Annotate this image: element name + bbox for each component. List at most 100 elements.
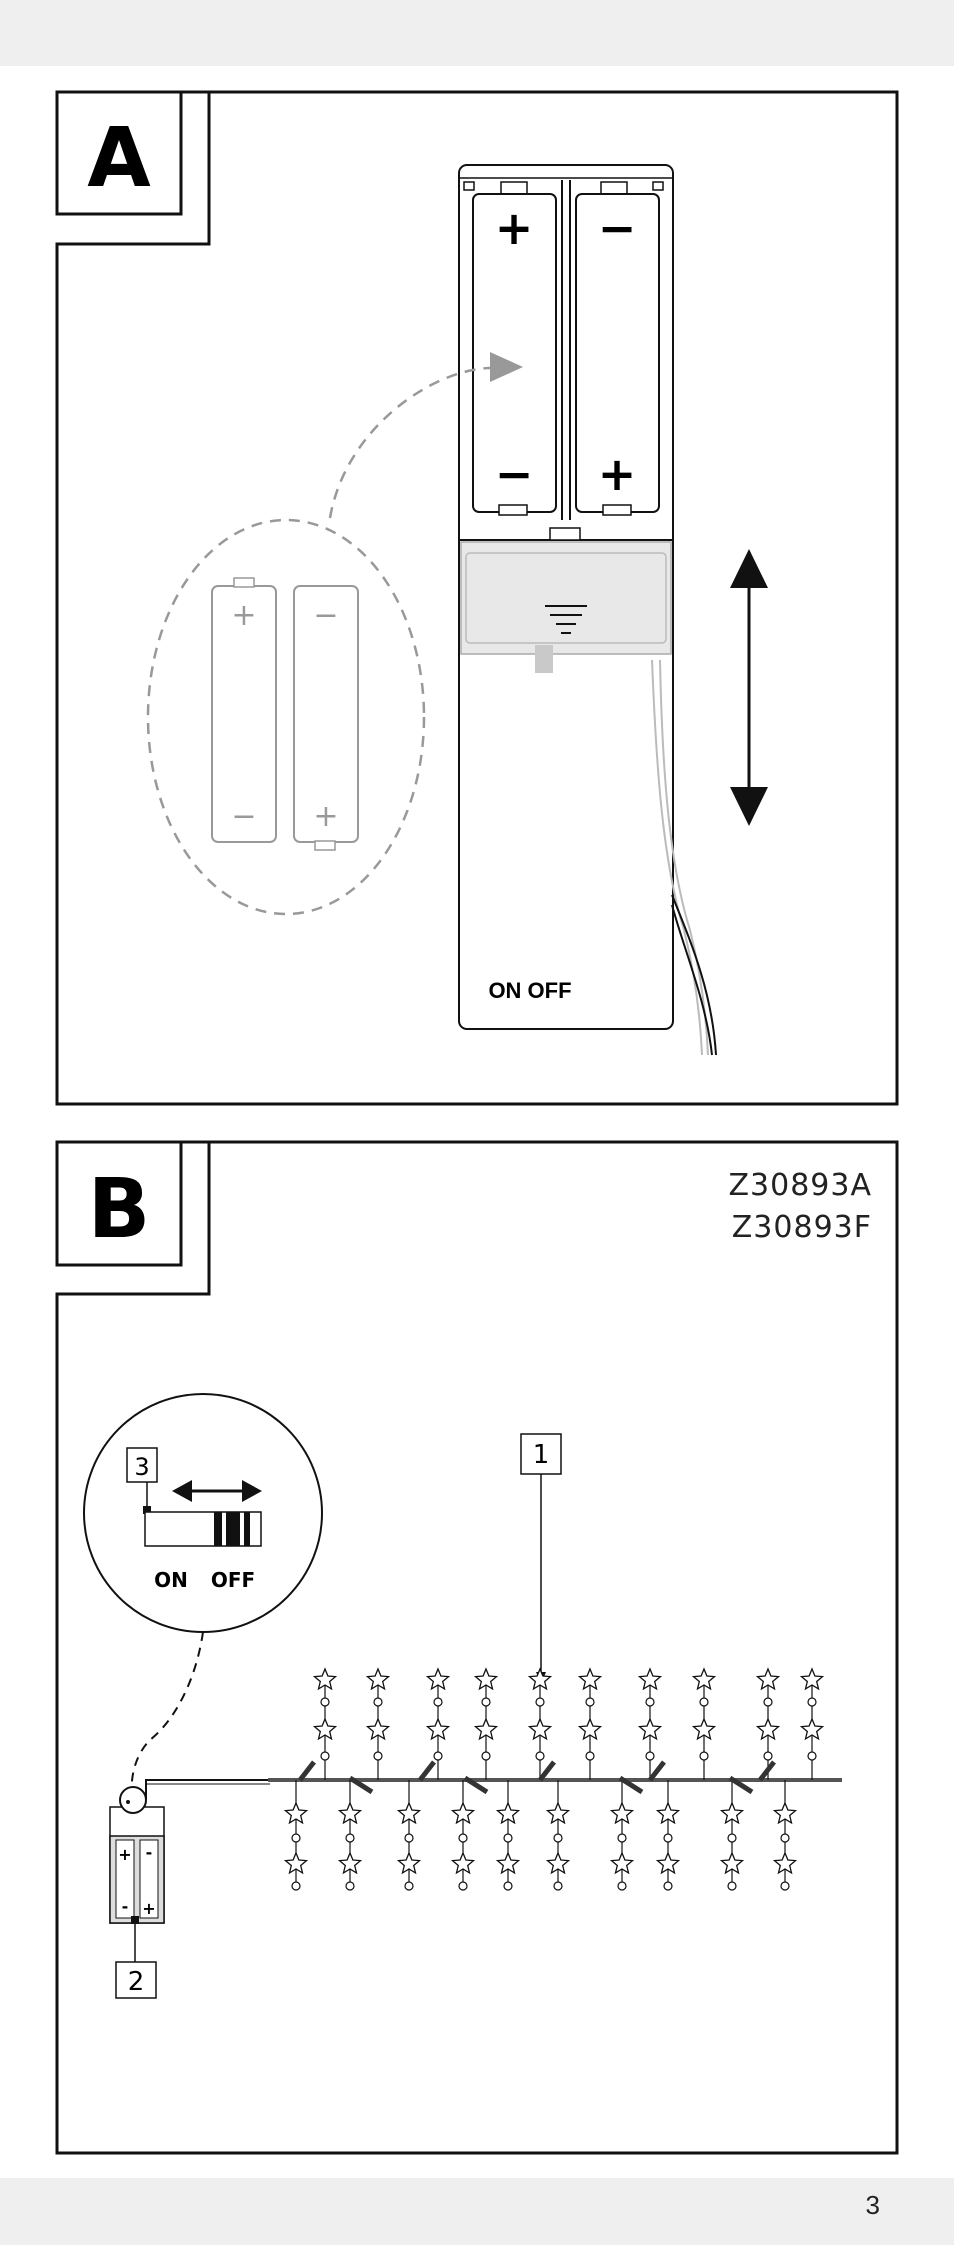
callout-3-box <box>126 1447 158 1483</box>
callout-3: 3 <box>134 1453 149 1481</box>
bulb-ring <box>727 1833 737 1843</box>
star-light-icon <box>450 1851 476 1875</box>
bulb-ring <box>535 1697 545 1707</box>
bulb-ring <box>291 1881 301 1891</box>
loose-battery-2-plus: + <box>313 799 338 834</box>
strand-connector <box>348 1775 374 1795</box>
figure-b: B 3 ON OFF + - - + 2 <box>55 1140 899 2155</box>
small-battery-plus-bottom: + <box>142 1899 155 1918</box>
bulb-ring <box>780 1881 790 1891</box>
bulb-ring <box>617 1833 627 1843</box>
bulb-ring <box>663 1833 673 1843</box>
star-light-icon <box>495 1801 521 1825</box>
small-battery-minus-bottom: - <box>122 1897 129 1916</box>
star-light-icon <box>283 1851 309 1875</box>
star-light-icon <box>719 1801 745 1825</box>
star-light-icon <box>655 1801 681 1825</box>
strand-connector <box>758 1760 776 1782</box>
bulb-ring <box>481 1751 491 1761</box>
strand-connector <box>538 1760 556 1782</box>
strand-connector <box>648 1760 666 1782</box>
bulb-ring <box>345 1833 355 1843</box>
bulb-ring <box>645 1751 655 1761</box>
star-light-icon <box>577 1717 603 1741</box>
battery-box: + − − + ON OFF <box>458 164 717 1056</box>
switch-label: ON OFF <box>488 978 571 1003</box>
star-light-strands <box>283 1667 825 1891</box>
bulb-ring <box>291 1833 301 1843</box>
figure-a-frame <box>55 90 899 1106</box>
star-light-icon <box>719 1851 745 1875</box>
battery-right-minus: − <box>598 201 637 255</box>
figure-b-label-box <box>55 1140 183 1267</box>
bulb-ring <box>585 1751 595 1761</box>
bulb-ring <box>645 1697 655 1707</box>
figure-b-frame <box>55 1140 899 2155</box>
star-light-icon <box>755 1667 781 1691</box>
callout-1-box <box>520 1433 562 1475</box>
switch-detail: 3 ON OFF <box>83 1393 323 1633</box>
figure-a: A + − − + ON OFF <box>55 90 899 1106</box>
battery-right-plus: + <box>598 447 637 501</box>
battery-left-plus: + <box>495 201 534 255</box>
star-light-icon <box>545 1801 571 1825</box>
star-light-icon <box>527 1667 553 1691</box>
battery-cover <box>460 541 672 655</box>
battery-box-small: + - - + 2 <box>109 1786 165 1999</box>
callout-2-box <box>115 1961 157 1999</box>
star-light-icon <box>755 1717 781 1741</box>
battery-left-minus: − <box>495 447 534 501</box>
loose-battery-2-minus: − <box>313 598 338 633</box>
star-light-icon <box>577 1667 603 1691</box>
small-battery-minus-top: - <box>146 1843 153 1862</box>
figure-b-label: B <box>88 1162 151 1257</box>
slide-direction-arrow <box>730 549 768 826</box>
star-light-icon <box>637 1667 663 1691</box>
star-light-icon <box>473 1717 499 1741</box>
bulb-ring <box>727 1881 737 1891</box>
bulb-ring <box>373 1697 383 1707</box>
star-light-icon <box>337 1801 363 1825</box>
strand-connector <box>418 1760 436 1782</box>
bulb-ring <box>807 1697 817 1707</box>
bulb-ring <box>320 1751 330 1761</box>
bulb-ring <box>535 1751 545 1761</box>
model-number-1: Z30893A <box>728 1168 872 1203</box>
bulb-ring <box>503 1881 513 1891</box>
callout-1: 1 <box>533 1440 550 1470</box>
star-light-icon <box>312 1667 338 1691</box>
bulb-ring <box>458 1881 468 1891</box>
bulb-ring <box>663 1881 673 1891</box>
bulb-ring <box>699 1697 709 1707</box>
page-number: 3 <box>865 2190 880 2220</box>
star-light-icon <box>691 1667 717 1691</box>
bulb-ring <box>763 1697 773 1707</box>
model-number-2: Z30893F <box>731 1210 872 1245</box>
bulb-ring <box>617 1881 627 1891</box>
bulb-ring <box>585 1697 595 1707</box>
bulb-ring <box>807 1751 817 1761</box>
star-light-icon <box>799 1717 825 1741</box>
star-light-icon <box>545 1851 571 1875</box>
strand-connector <box>618 1775 644 1795</box>
star-light-icon <box>473 1667 499 1691</box>
slide-switch <box>144 1511 262 1547</box>
star-light-icon <box>495 1851 521 1875</box>
star-light-icon <box>609 1801 635 1825</box>
small-battery-plus-top: + <box>118 1845 131 1864</box>
insert-arrow-icon <box>490 352 523 382</box>
star-light-icon <box>283 1801 309 1825</box>
ground-symbol <box>545 605 587 634</box>
star-light-icon <box>365 1667 391 1691</box>
strand-connector <box>463 1775 489 1795</box>
bulb-ring <box>458 1833 468 1843</box>
star-light-icon <box>450 1801 476 1825</box>
switch-off-label: OFF <box>211 1568 255 1592</box>
star-light-icon <box>637 1717 663 1741</box>
callout-2: 2 <box>128 1967 145 1997</box>
star-light-icon <box>799 1667 825 1691</box>
bulb-ring <box>320 1697 330 1707</box>
bulb-ring <box>345 1881 355 1891</box>
bulb-ring <box>373 1751 383 1761</box>
bulb-ring <box>553 1881 563 1891</box>
